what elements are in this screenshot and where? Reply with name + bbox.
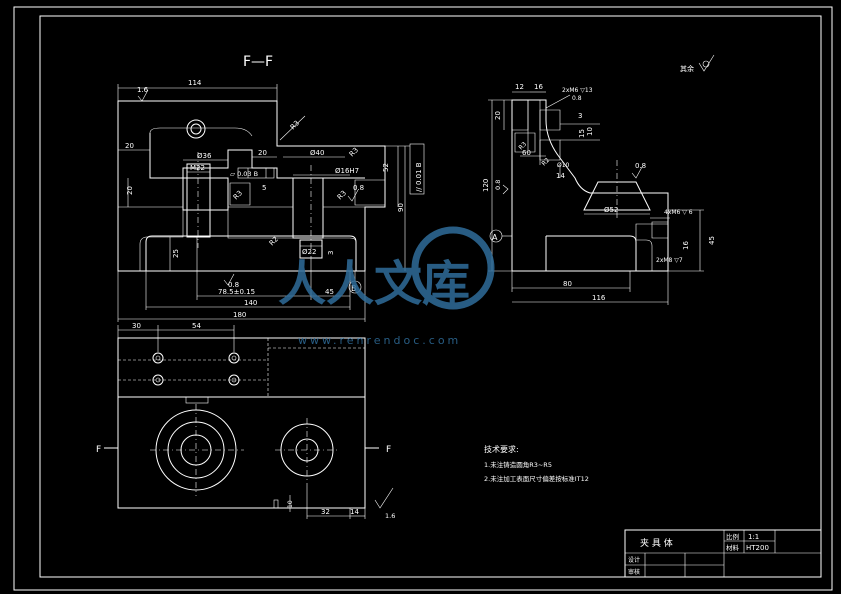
dim-20-a: 20 bbox=[125, 142, 134, 150]
drawing-frame bbox=[13, 6, 833, 591]
title-block: 夹 具 体 比例 1:1 材料 HT200 设计 审核 bbox=[624, 529, 822, 578]
dim-m22: M22 bbox=[190, 164, 205, 172]
dim-phi16h7: Ø16H7 bbox=[335, 167, 359, 175]
plan-dim-32: 32 bbox=[321, 508, 330, 516]
tech-req-item-2: 2.未注加工表面尺寸偏差按标准IT12 bbox=[484, 474, 589, 483]
dim-45: 45 bbox=[325, 288, 334, 296]
side-dim-45: 45 bbox=[708, 236, 716, 245]
dim-20-c: 20 bbox=[126, 186, 134, 195]
reviewer-label: 审核 bbox=[628, 568, 640, 576]
plan-dim-14: 14 bbox=[350, 508, 359, 516]
side-dim-116: 116 bbox=[592, 294, 606, 302]
side-r3: R3 bbox=[517, 141, 528, 152]
side-dim-3: 3 bbox=[578, 112, 582, 120]
dim-52: 52 bbox=[382, 163, 390, 172]
side-dim-20: 20 bbox=[494, 111, 502, 120]
dim-114: 114 bbox=[188, 79, 202, 87]
scale-label: 比例 bbox=[726, 532, 739, 541]
material-label: 材料 bbox=[726, 543, 740, 552]
ra-1-6: 1.6 bbox=[137, 86, 149, 94]
side-note-top2: 0.8 bbox=[572, 95, 582, 102]
technical-requirements: 技术要求: 1.未注铸造圆角R3~R5 2.未注加工表面尺寸偏差按标准IT12 bbox=[484, 444, 589, 483]
tech-req-heading: 技术要求: bbox=[484, 444, 519, 454]
section-view-f-f: F—F 114 1.6 20 20 bbox=[117, 54, 425, 322]
material-value: HT200 bbox=[746, 544, 769, 552]
section-mark-f-right: F bbox=[386, 445, 391, 455]
scale-value: 1:1 bbox=[748, 533, 759, 541]
radius-r3-c: R3 bbox=[232, 189, 244, 201]
radius-r3-d: R3 bbox=[336, 189, 348, 201]
side-ra-0-8: 0.8 bbox=[494, 180, 502, 190]
parallel-frame: // 0.01 B bbox=[415, 162, 423, 192]
side-note-right2: 2xM8 ▽7 bbox=[656, 257, 683, 264]
side-note-top: 2xM6 ▽13 bbox=[562, 87, 593, 94]
ra-0-8-b: 0.8 bbox=[228, 281, 239, 289]
roughness-other: 其余 bbox=[680, 54, 715, 73]
section-mark-f-left: F bbox=[96, 445, 101, 455]
tech-req-item-1: 1.未注铸造圆角R3~R5 bbox=[484, 460, 552, 469]
radius-r3-b: R3 bbox=[348, 146, 360, 158]
dim-140: 140 bbox=[244, 299, 257, 307]
part-name: 夹 具 体 bbox=[640, 537, 673, 549]
side-dim-16-b: 16 bbox=[682, 241, 690, 250]
plan-dim-54: 54 bbox=[192, 322, 201, 330]
ra-0-8-a: 0.8 bbox=[353, 184, 364, 192]
side-note-right: 4xM6 ▽ 6 bbox=[664, 209, 693, 216]
side-dim-14: 14 bbox=[556, 172, 565, 180]
dim-78-5: 78.5±0.15 bbox=[218, 288, 255, 296]
plan-ra-1-6: 1.6 bbox=[385, 512, 395, 520]
watermark-brand: 人人文库 bbox=[278, 256, 470, 312]
dim-phi40: Ø40 bbox=[310, 149, 324, 157]
side-dim-120: 120 bbox=[482, 179, 490, 192]
side-view: 120 20 12 16 2xM6 ▽13 0.8 3 15 10 R3 R2 … bbox=[482, 83, 716, 305]
watermark: 人人文库 www.renrendoc.com bbox=[278, 226, 495, 347]
dim-20-b: 20 bbox=[258, 149, 267, 157]
plan-dim-30: 30 bbox=[132, 322, 141, 330]
dim-180: 180 bbox=[233, 311, 246, 319]
section-title: F—F bbox=[243, 54, 273, 70]
dim-phi36: Ø36 bbox=[197, 152, 212, 160]
dim-25: 25 bbox=[172, 249, 180, 258]
dim-90: 90 bbox=[397, 203, 405, 212]
dim-3: 3 bbox=[327, 251, 335, 255]
side-dim-phi52: Ø52 bbox=[604, 206, 618, 214]
flatness-frame: ▱ 0.03 B bbox=[230, 170, 258, 178]
dim-5: 5 bbox=[262, 184, 266, 192]
designer-label: 设计 bbox=[628, 556, 640, 564]
side-dim-16: 16 bbox=[534, 83, 543, 91]
datum-b: B bbox=[351, 284, 357, 293]
side-dim-60: 60 bbox=[522, 149, 531, 157]
side-phi-small: Ø10 bbox=[557, 162, 570, 169]
side-dim-80: 80 bbox=[563, 280, 572, 288]
side-ra-0-8-b: 0.8 bbox=[635, 162, 646, 170]
radius-r2: R2 bbox=[268, 235, 280, 247]
plan-dim-10: 10 bbox=[287, 500, 294, 508]
datum-a: A bbox=[492, 233, 498, 242]
side-r2: R2 bbox=[540, 157, 551, 168]
plan-view: F F 30 54 32 14 10 1.6 bbox=[96, 322, 395, 520]
side-dim-10: 10 bbox=[586, 127, 594, 136]
side-dim-15: 15 bbox=[578, 129, 586, 138]
roughness-other-label: 其余 bbox=[680, 64, 694, 73]
side-dim-12: 12 bbox=[515, 83, 524, 91]
watermark-url: www.renrendoc.com bbox=[298, 334, 461, 347]
dim-phi22: Ø22 bbox=[302, 248, 316, 256]
